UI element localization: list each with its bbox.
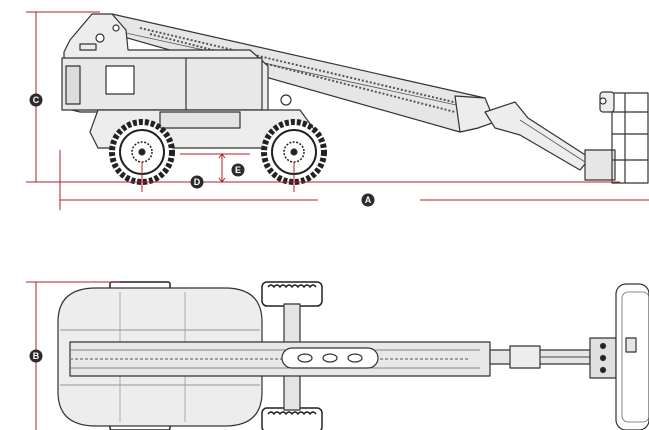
jib-arm bbox=[484, 101, 591, 171]
marker-b: B bbox=[29, 349, 43, 363]
marker-a-label: A bbox=[365, 195, 372, 205]
marker-d: D bbox=[190, 175, 204, 189]
marker-a: A bbox=[361, 193, 375, 207]
jib-top bbox=[489, 345, 591, 369]
platform-top bbox=[615, 283, 649, 430]
turret bbox=[61, 13, 269, 113]
marker-d-label: D bbox=[194, 177, 201, 187]
clearance-arrow-up bbox=[218, 153, 226, 159]
top-view bbox=[57, 281, 649, 430]
side-view bbox=[61, 13, 649, 185]
marker-e: E bbox=[231, 163, 245, 177]
marker-b-label: B bbox=[33, 351, 40, 361]
front-wheel bbox=[261, 119, 327, 185]
side-dimension-lines bbox=[26, 11, 649, 210]
marker-e-label: E bbox=[235, 165, 241, 175]
marker-c-label: C bbox=[33, 95, 40, 105]
marker-c: C bbox=[29, 93, 43, 107]
boom-top bbox=[69, 341, 491, 377]
platform-basket-side bbox=[584, 91, 649, 184]
clearance-arrow-down bbox=[218, 177, 226, 183]
rear-wheel bbox=[109, 119, 175, 185]
